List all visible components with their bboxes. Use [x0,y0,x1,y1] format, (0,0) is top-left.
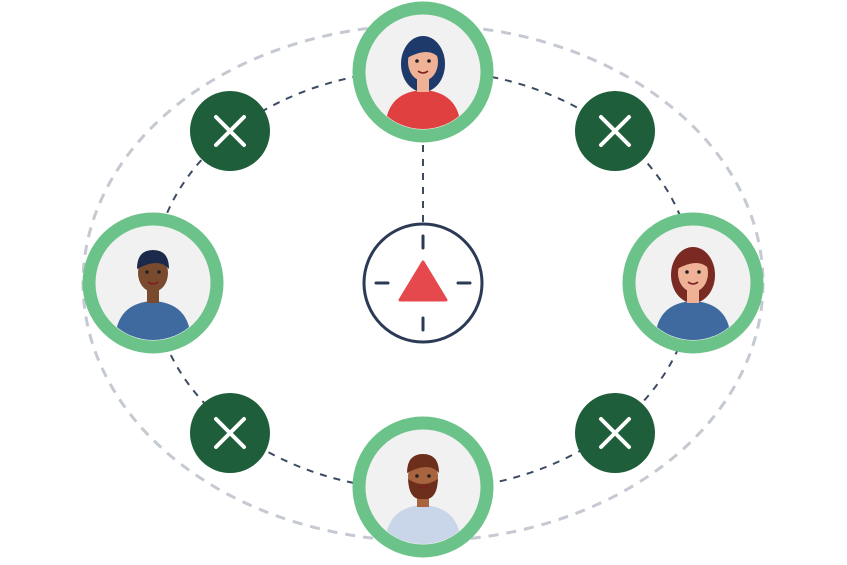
bearded-man-avatar[interactable] [352,416,494,558]
compass-alert-icon [362,222,484,344]
woman-avatar-red-shirt[interactable] [352,1,494,143]
alert-triangle-icon [398,260,448,302]
woman-avatar-blue-shirt[interactable] [622,212,764,354]
blocked-x-icon [575,393,655,473]
blocked-x-icon [190,91,270,171]
man-avatar-blue-shirt[interactable] [82,212,224,354]
blocked-x-icon [575,91,655,171]
blocked-x-icon [190,393,270,473]
